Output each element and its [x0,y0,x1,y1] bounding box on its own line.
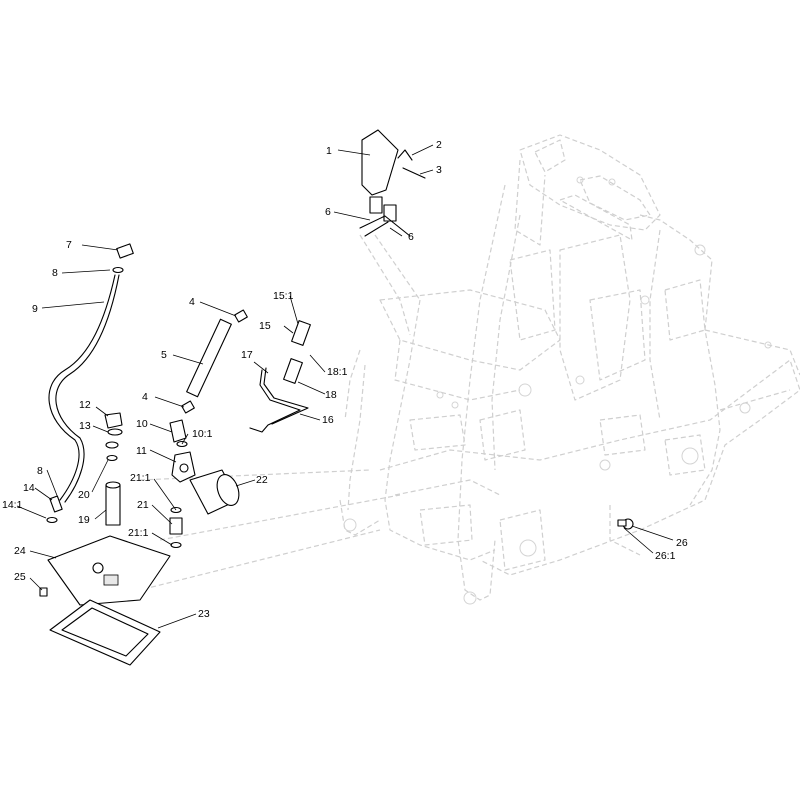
callout-26: 26 [676,537,688,549]
callout-12: 12 [79,399,91,411]
callout-25: 25 [14,571,26,583]
part-12-cap [104,412,123,429]
callout-10: 10 [136,418,148,430]
callout-18-1: 18:1 [327,366,348,378]
callout-14-1: 14:1 [2,499,23,511]
callout-21: 21 [137,499,149,511]
callout-15: 15 [259,320,271,332]
callout-5: 5 [161,349,167,361]
part-1-cover [361,129,399,196]
callout-1: 1 [326,145,332,157]
part-19-tube [105,484,121,526]
callout-3: 3 [436,164,442,176]
parts [39,129,634,666]
callout-11: 11 [136,445,147,457]
callout-8: 8 [52,267,58,279]
part-9-tube [48,274,116,501]
callout-10-1: 10:1 [192,428,213,440]
callout-labels: 1 2 3 6 6 7 8 9 4 5 4 15:1 15 17 18:1 18… [2,139,688,620]
callout-17: 17 [241,349,253,361]
callout-14: 14 [23,482,35,494]
part-24-plate [47,535,171,606]
part-16-bracket [249,369,301,433]
callout-21-1: 21:1 [130,472,151,484]
callout-22: 22 [256,474,268,486]
machine-frame [119,134,800,605]
callout-6: 6 [325,206,331,218]
callout-18: 18 [325,389,337,401]
callout-16: 16 [322,414,334,426]
part-5-hose [186,318,232,398]
callout-26-1: 26:1 [655,550,676,562]
callout-4: 4 [189,296,195,308]
callout-20: 20 [78,489,90,501]
callout-13: 13 [79,420,91,432]
callout-7: 7 [66,239,72,251]
callout-2: 2 [436,139,442,151]
callout-6: 6 [408,231,414,243]
leader-lines [16,144,674,629]
callout-23: 23 [198,608,210,620]
callout-8: 8 [37,465,43,477]
callout-15-1: 15:1 [273,290,294,302]
callout-19: 19 [78,514,90,526]
callout-21-1: 21:1 [128,527,149,539]
callout-9: 9 [32,303,38,315]
part-7-cap [116,243,134,259]
callout-24: 24 [14,545,26,557]
callout-4: 4 [142,391,148,403]
